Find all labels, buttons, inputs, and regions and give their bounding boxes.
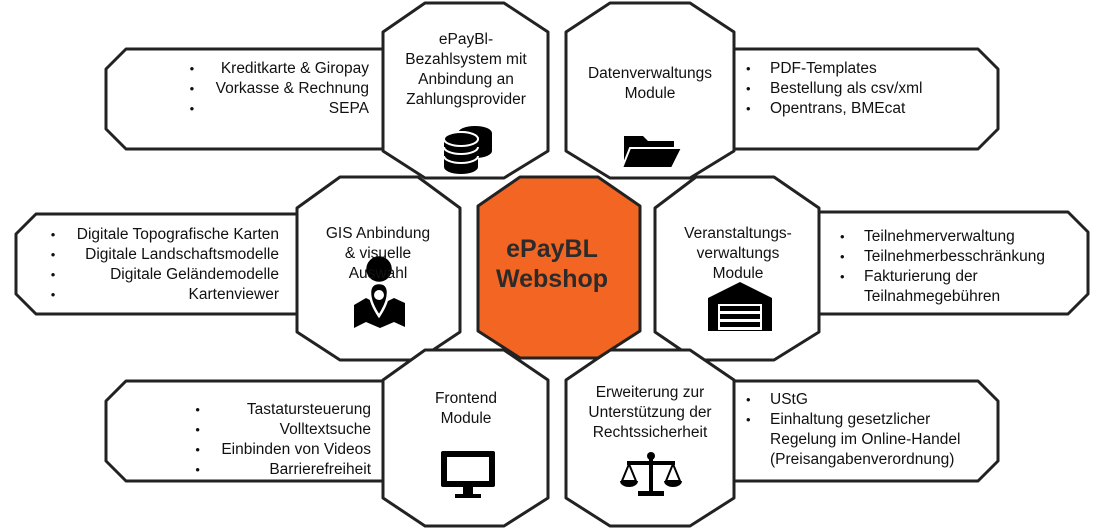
legal-list: UStG Einhaltung gesetzlicher Regelung im… [740,390,960,470]
list-item: Teilnehmerverwaltung [834,227,1045,247]
list-item: Kreditkarte & Giropay [190,59,369,79]
hex-center [476,175,642,360]
hex-gis-title: GIS Anbindung & visuelle Auswahl [325,225,431,282]
hex-legal [564,348,736,528]
map-pin-icon [354,253,405,328]
list-item: PDF-Templates [740,59,922,79]
list-item: UStG [740,390,960,410]
list-item: Tastatursteuerung [195,400,371,420]
list-item: SEPA [190,99,369,119]
list-item: Barrierefreiheit [195,460,371,480]
center-title-line2: Webshop [495,265,609,293]
list-item: Bestellung als csv/xml [740,79,922,99]
frontend-list: Tastatursteuerung Volltextsuche Einbinde… [195,400,371,480]
garage-icon [708,282,772,331]
folder-open-icon [620,136,684,169]
events-list: Teilnehmerverwaltung Teilnehmerbesschrän… [834,227,1045,307]
hex-frontend [381,348,550,528]
list-item: Vorkasse & Rechnung [190,79,369,99]
center-title-line1: ePayBL [506,235,598,263]
list-item: Digitale Landschaftsmodelle [51,245,279,265]
list-item: Volltextsuche [195,420,371,440]
list-item: Teilnahmegebühren [864,288,1001,305]
list-item: Digitale Geländemodelle [51,265,279,285]
list-item: Fakturierung der [834,267,1045,287]
coins-stack-icon [443,126,492,174]
hex-legal-title: Erweiterung zur Unterstützung der Rechts… [588,384,712,441]
scales-icon [620,452,682,496]
list-item: (Preisangabenverordnung) [770,451,955,468]
hex-payment [381,1,550,180]
hex-payment-title: ePayBl- Bezahlsystem mit Anbindung an Za… [405,31,527,108]
list-item: Teilnehmerbesschränkung [834,247,1045,267]
hex-data [564,1,736,180]
list-item: Opentrans, BMEcat [740,99,922,119]
gis-list: Digitale Topografische Karten Digitale L… [51,225,279,305]
list-item: Einbinden von Videos [195,440,371,460]
hex-data-title: Datenverwaltungs Module [587,65,713,102]
list-item: Kartenviewer [51,285,279,305]
list-item: Einhaltung gesetzlicher [740,410,960,430]
hex-events-title: Veranstaltungs- verwaltungs Module [684,225,792,282]
center-title: ePayBL Webshop [482,234,622,294]
monitor-icon [441,451,495,498]
hex-frontend-title: Frontend Module [434,390,498,427]
payment-list: Kreditkarte & Giropay Vorkasse & Rechnun… [190,59,369,119]
data-list: PDF-Templates Bestellung als csv/xml Ope… [740,59,922,119]
hex-events [653,175,821,362]
list-item: Digitale Topografische Karten [51,225,279,245]
list-item: Regelung im Online-Handel [770,431,961,448]
